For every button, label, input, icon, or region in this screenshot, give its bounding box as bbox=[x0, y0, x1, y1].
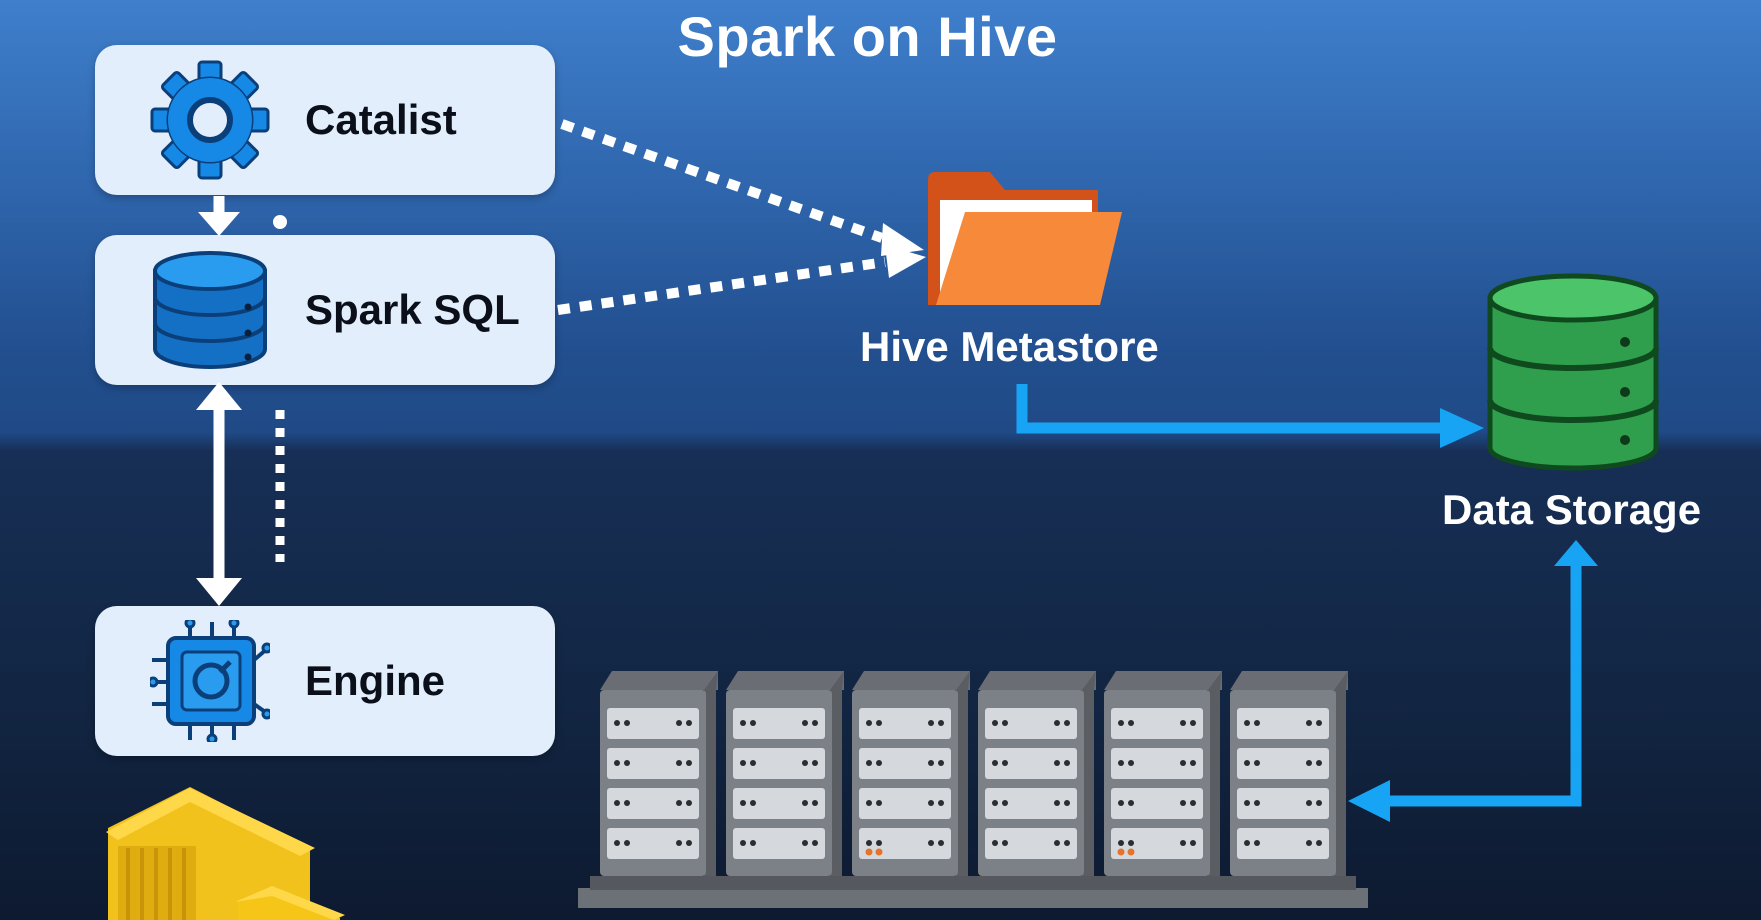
database-icon bbox=[153, 251, 267, 369]
data-storage-database-icon bbox=[1487, 273, 1659, 471]
sparksql-to-metastore-dotted-arrow bbox=[557, 245, 926, 315]
chip-icon bbox=[150, 620, 270, 742]
spark-sql-label: Spark SQL bbox=[305, 286, 520, 333]
catalist-to-sparksql-arrow bbox=[198, 196, 240, 236]
hive-metastore-label: Hive Metastore bbox=[860, 323, 1159, 370]
engine-node: Engine bbox=[95, 606, 555, 756]
catalist-label: Catalist bbox=[305, 96, 457, 143]
warehouse-icon bbox=[106, 787, 345, 920]
dot-marker bbox=[273, 215, 287, 229]
metastore-to-storage-arrow bbox=[1016, 384, 1484, 448]
gear-icon bbox=[150, 60, 270, 180]
sparksql-engine-bidirectional-arrow bbox=[196, 382, 242, 606]
folder-icon bbox=[928, 172, 1122, 305]
spark-sql-node: Spark SQL bbox=[95, 235, 555, 385]
diagram-title: Spark on Hive bbox=[677, 5, 1058, 68]
data-storage-label: Data Storage bbox=[1442, 486, 1702, 533]
catalist-node: Catalist bbox=[95, 45, 555, 195]
catalist-to-metastore-dotted-arrow bbox=[560, 119, 924, 256]
server-cluster bbox=[578, 671, 1368, 908]
servers-storage-bidirectional-arrow bbox=[1348, 540, 1598, 822]
engine-label: Engine bbox=[305, 657, 446, 704]
